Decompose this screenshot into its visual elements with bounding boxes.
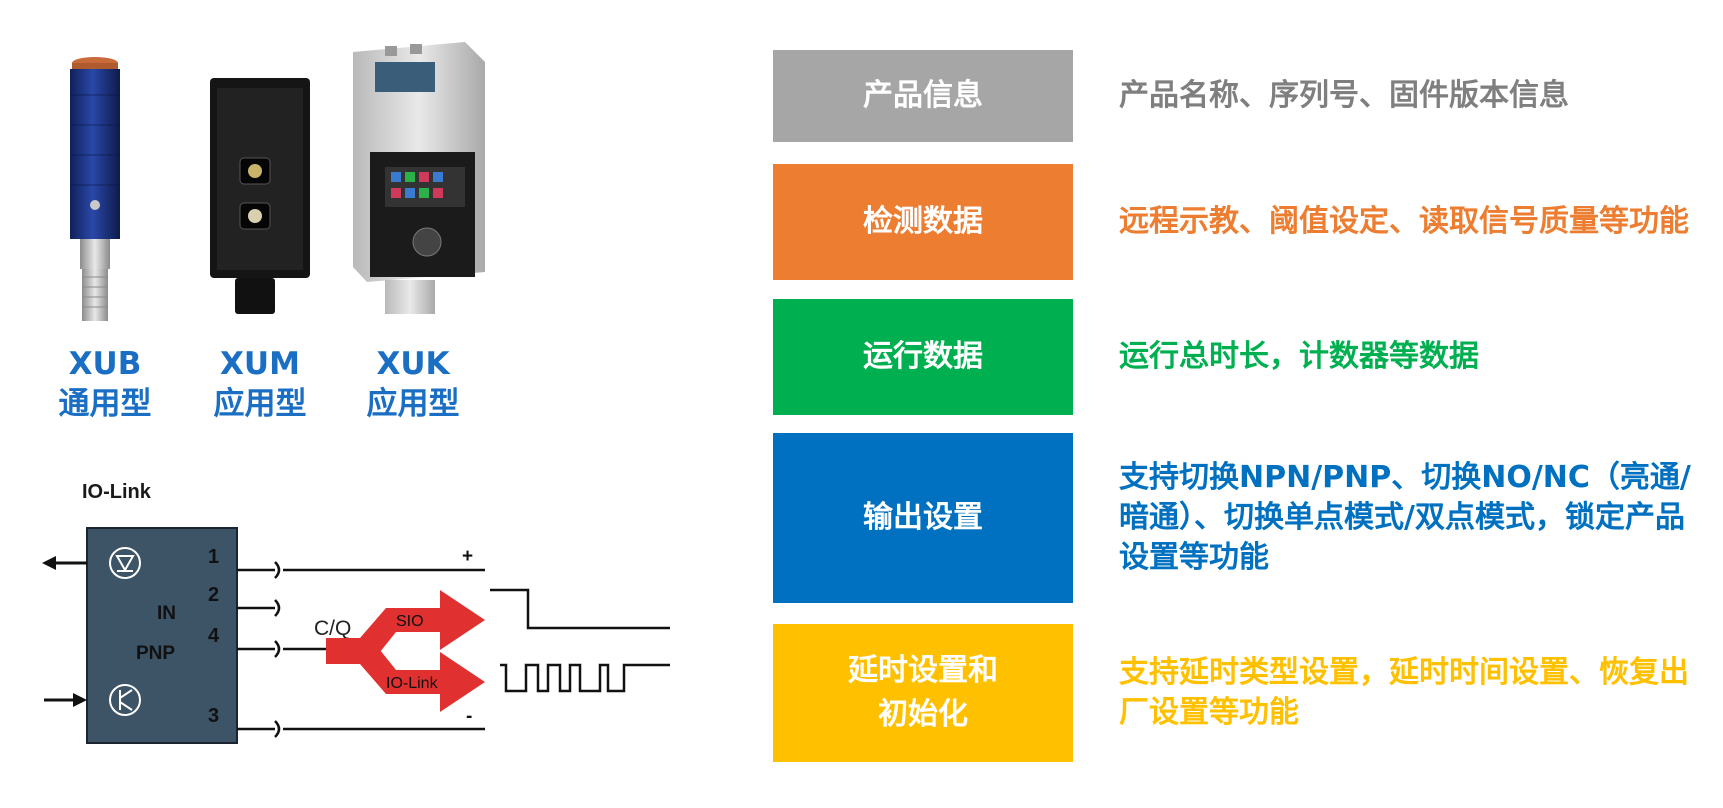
feature-row-product-info: 产品信息 产品名称、序列号、固件版本信息	[773, 50, 1723, 142]
pin-2: 2	[208, 584, 219, 606]
feature-label: 延时设置和初始化	[773, 624, 1073, 762]
label-sio: SIO	[396, 613, 424, 630]
sensor-block	[86, 527, 238, 744]
label-in: IN	[157, 603, 176, 624]
caption-xub: XUB 通用型	[40, 344, 170, 424]
pin-4: 4	[208, 625, 220, 647]
transistor-symbol-icon	[109, 684, 141, 716]
led-symbol-icon	[109, 547, 141, 579]
label-cq: C/Q	[314, 617, 351, 640]
feature-desc: 支持延时类型设置，延时时间设置、恢复出厂设置等功能	[1119, 655, 1689, 730]
caption-type: 通用型	[58, 386, 152, 422]
signal-split-arrows	[326, 590, 485, 712]
feature-row-detection-data: 检测数据 远程示教、阈值设定、读取信号质量等功能	[773, 164, 1723, 280]
caption-model: XUK	[376, 346, 450, 382]
caption-model: XUB	[68, 346, 142, 382]
pin-1: 1	[208, 546, 219, 568]
polarity-plus: +	[462, 546, 473, 567]
input-arrow-icon	[73, 693, 87, 707]
caption-xuk: XUK 应用型	[348, 344, 478, 424]
iolink-waveform	[500, 663, 670, 693]
label-pnp: PNP	[136, 643, 175, 664]
product-image-xub	[70, 55, 120, 325]
feature-desc: 支持切换NPN/PNP、切换NO/NC（亮通/暗通）、切换单点模式/双点模式，锁…	[1119, 460, 1691, 575]
feature-row-delay-init: 延时设置和初始化 支持延时类型设置，延时时间设置、恢复出厂设置等功能	[773, 624, 1723, 762]
feature-label: 运行数据	[773, 299, 1073, 415]
feature-row-runtime-data: 运行数据 运行总时长，计数器等数据	[773, 299, 1723, 415]
feature-desc: 运行总时长，计数器等数据	[1119, 339, 1479, 374]
product-image-xuk	[345, 42, 490, 317]
feature-label: 检测数据	[773, 164, 1073, 280]
pin-3: 3	[208, 705, 219, 727]
caption-model: XUM	[220, 346, 300, 382]
feature-row-output-settings: 输出设置 支持切换NPN/PNP、切换NO/NC（亮通/暗通）、切换单点模式/双…	[773, 433, 1723, 603]
output-arrow-icon	[42, 556, 56, 570]
feature-desc: 产品名称、序列号、固件版本信息	[1119, 78, 1569, 113]
sio-waveform	[490, 588, 670, 630]
feature-label: 输出设置	[773, 433, 1073, 603]
caption-type: 应用型	[366, 386, 460, 422]
io-link-wiring-diagram: IO-Link IN PNP 1 2 4 3 + - C/Q	[42, 481, 670, 744]
feature-desc: 远程示教、阈值设定、读取信号质量等功能	[1119, 204, 1689, 239]
label-iolink: IO-Link	[386, 675, 439, 692]
product-image-xum	[205, 78, 315, 318]
polarity-minus: -	[466, 706, 472, 727]
caption-xum: XUM 应用型	[195, 344, 325, 424]
diagram-title: IO-Link	[82, 481, 152, 503]
caption-type: 应用型	[213, 386, 307, 422]
feature-label: 产品信息	[773, 50, 1073, 142]
